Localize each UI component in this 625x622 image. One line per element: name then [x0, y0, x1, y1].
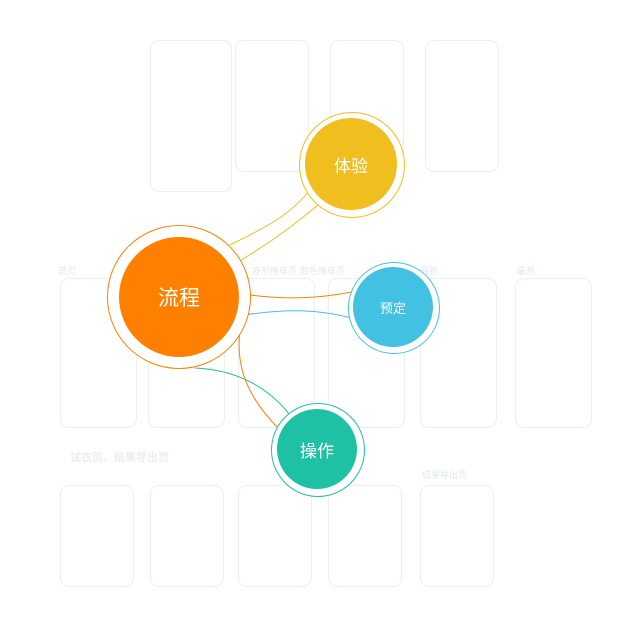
wireframe-phone [238, 485, 312, 587]
wireframe-phone [425, 40, 499, 172]
experience-node-label: 体验 [334, 156, 368, 177]
wireframe-phone [235, 40, 309, 172]
connector-operation [194, 367, 291, 416]
wireframe-phone [60, 485, 134, 587]
operation-node-label: 操作 [300, 441, 334, 462]
main-node-label: 流程 [158, 286, 200, 310]
main-node[interactable]: 流程 [119, 237, 239, 357]
booking-node-label: 预定 [379, 301, 406, 317]
wireframe-phone [515, 278, 592, 428]
bg-label: 最新 [420, 267, 439, 277]
wireframe-phone [328, 485, 402, 587]
wireframe-phone [150, 485, 224, 587]
experience-node[interactable]: 体验 [305, 118, 397, 210]
booking-node[interactable]: 预定 [353, 267, 433, 347]
bg-label: 结果导出页 [422, 471, 468, 481]
connector-operation [238, 329, 281, 431]
operation-node[interactable]: 操作 [277, 409, 357, 489]
connector-experience [229, 189, 311, 246]
bg-label: 身形推荐页 [252, 267, 298, 277]
bg-label: 首页 [58, 267, 77, 277]
wireframe-phone [420, 278, 497, 428]
bg-label: 颜色推荐页 [300, 267, 346, 277]
connector-booking [244, 310, 353, 319]
wireframe-phone [420, 485, 494, 587]
bg-label: 最热 [517, 267, 536, 277]
wireframe-phone [150, 40, 232, 192]
connector-booking [249, 291, 353, 299]
bg-label: 试衣页、结果导出页 [70, 451, 169, 464]
connector-experience [237, 204, 319, 263]
